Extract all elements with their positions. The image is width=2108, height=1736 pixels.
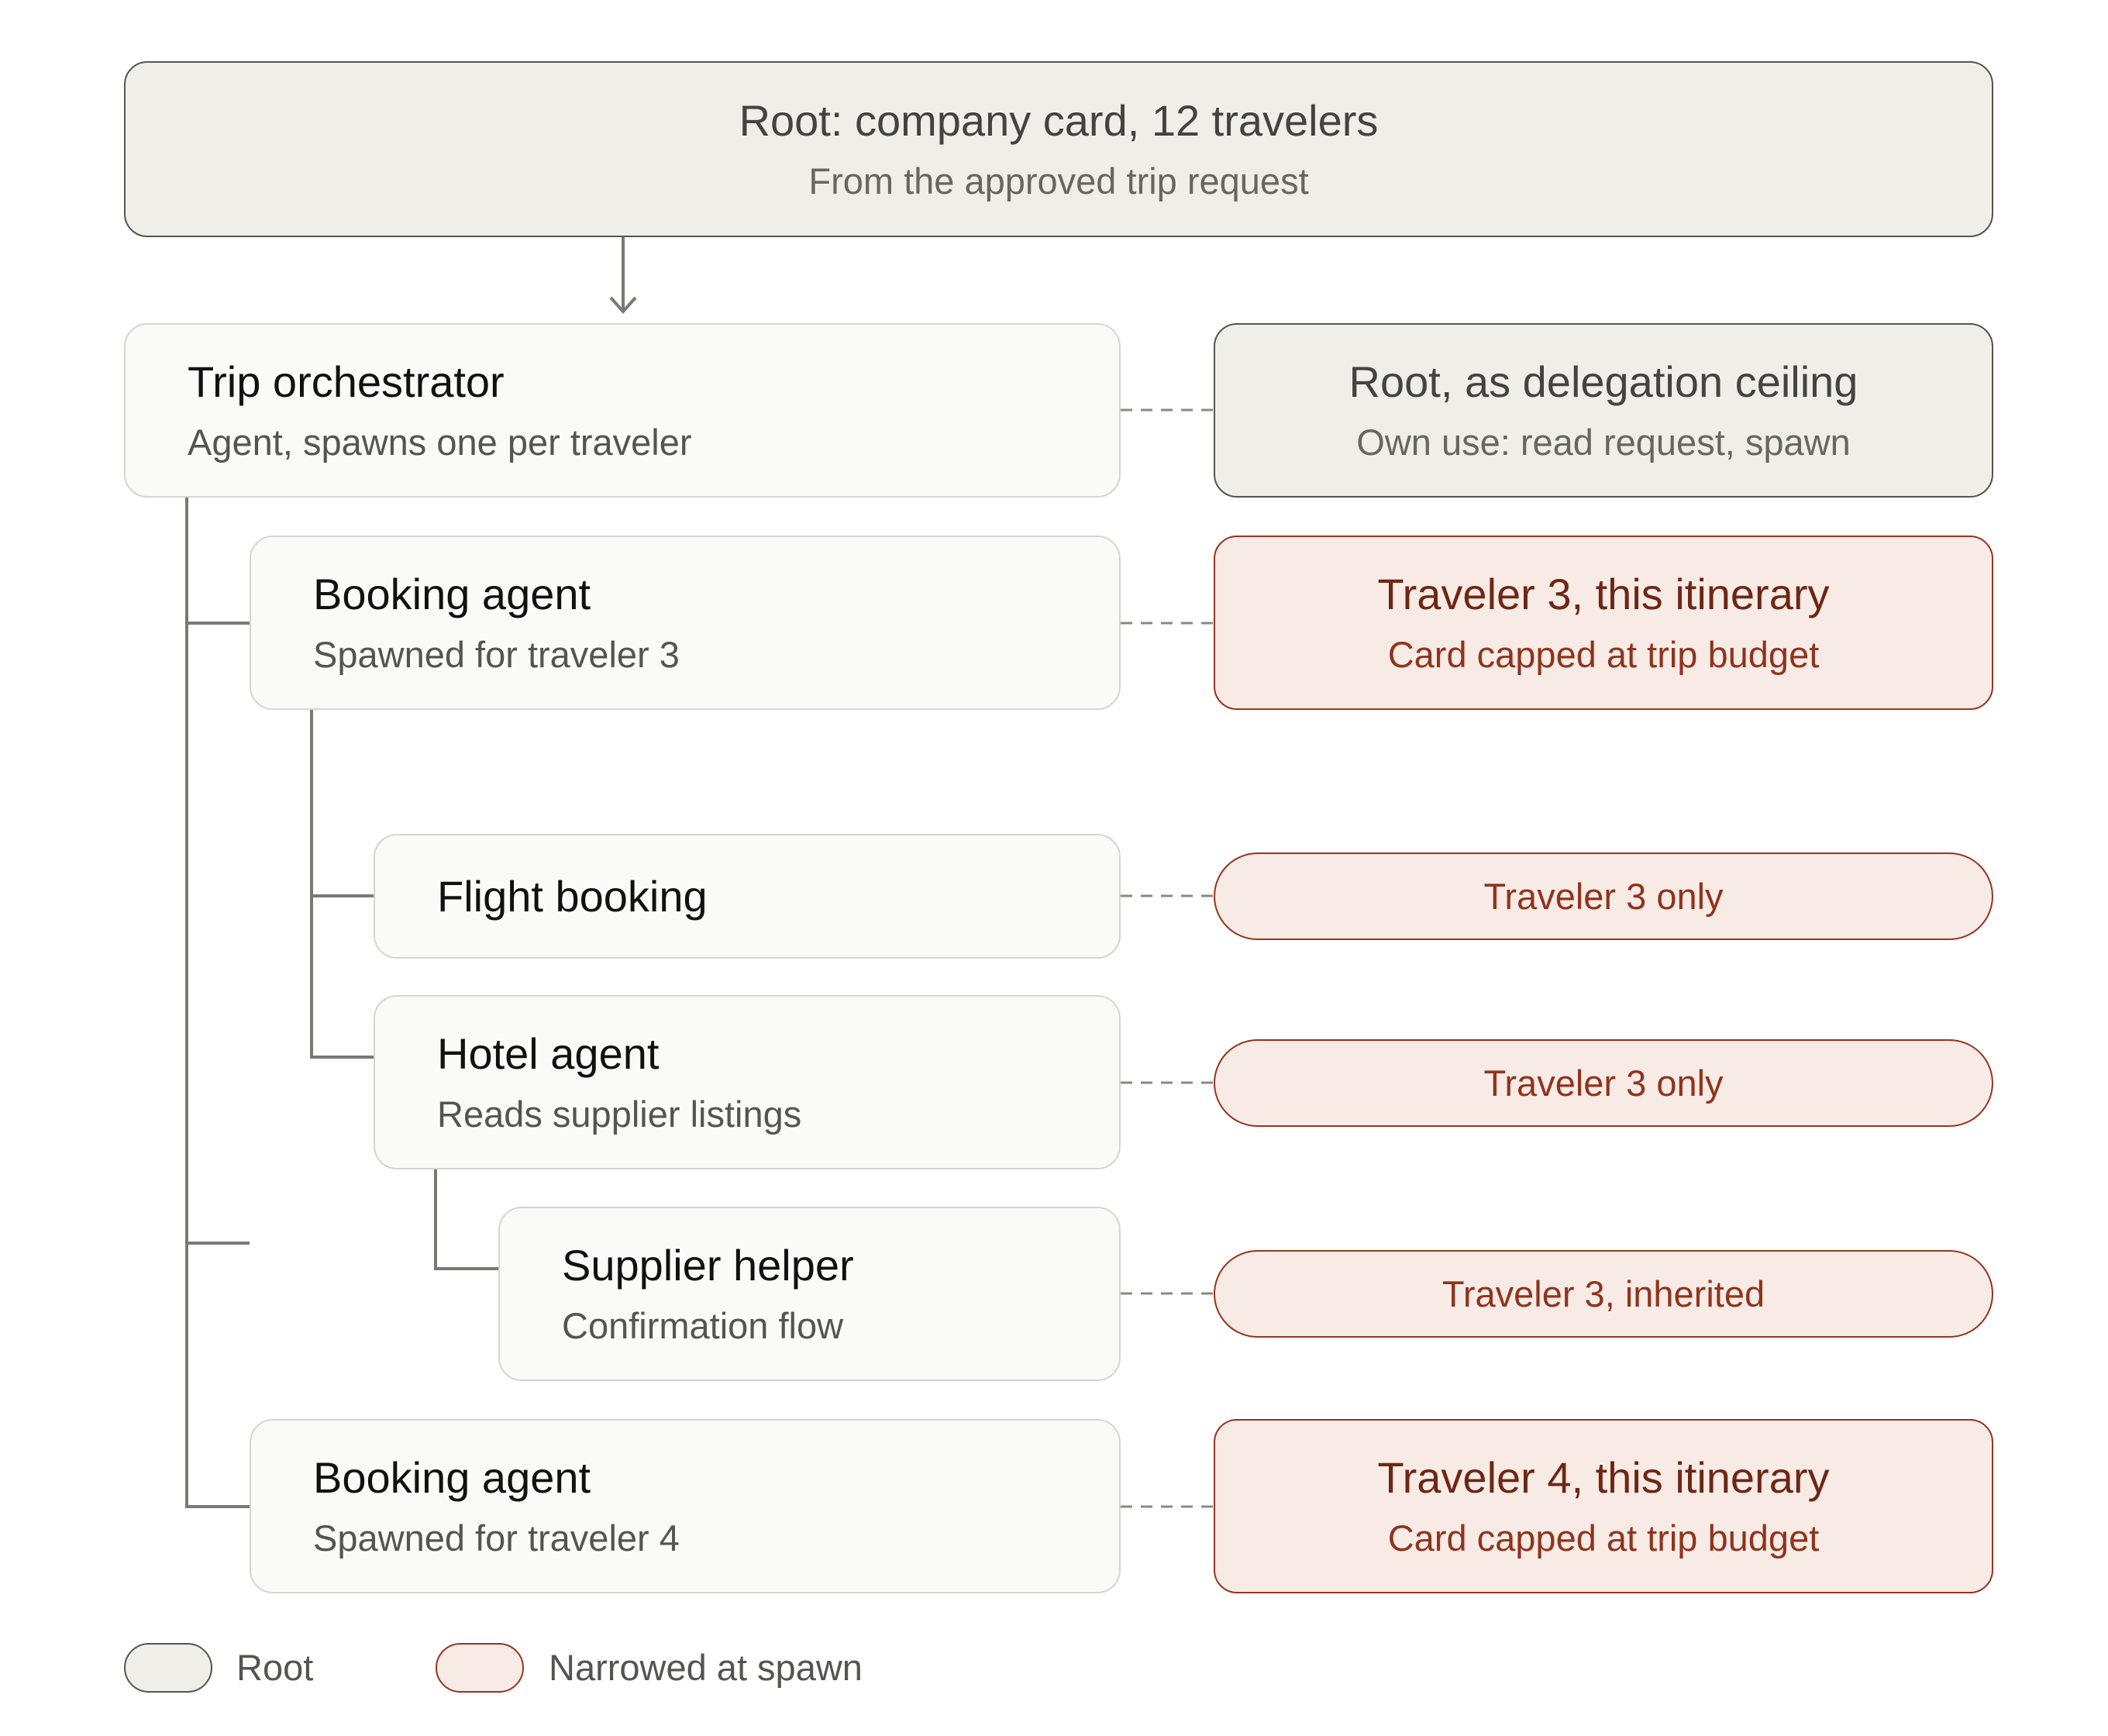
agent-title: Supplier helper — [562, 1241, 854, 1290]
agent-booking-traveler-4: Booking agent Spawned for traveler 4 — [250, 1419, 1121, 1593]
agent-booking-traveler-3: Booking agent Spawned for traveler 3 — [250, 536, 1121, 710]
scope-label: Traveler 3 only — [1483, 1063, 1724, 1104]
root-arrow-head — [609, 296, 637, 315]
scope-title: Traveler 4, this itinerary — [1377, 1453, 1830, 1503]
agent-subtitle: Reads supplier listings — [437, 1094, 802, 1135]
agent-hotel: Hotel agent Reads supplier listings — [374, 995, 1121, 1169]
agent-title: Trip orchestrator — [188, 357, 505, 407]
scope-label: Traveler 3, inherited — [1442, 1273, 1765, 1314]
agent-title: Hotel agent — [437, 1029, 660, 1079]
agent-supplier-helper: Supplier helper Confirmation flow — [498, 1207, 1121, 1381]
scope-traveler-4-itinerary: Traveler 4, this itinerary Card capped a… — [1214, 1419, 1993, 1593]
legend-root-swatch — [124, 1643, 212, 1693]
scope-hotel: Traveler 3 only — [1214, 1039, 1993, 1127]
agent-subtitle: Spawned for traveler 3 — [313, 634, 680, 676]
agent-title: Booking agent — [313, 570, 591, 619]
booking3-trunk — [310, 709, 374, 1059]
legend-narrowed-label: Narrowed at spawn — [549, 1647, 863, 1688]
scope-label: Traveler 3 only — [1483, 876, 1724, 917]
scope-traveler-3-itinerary: Traveler 3, this itinerary Card capped a… — [1214, 536, 1993, 710]
agent-subtitle: Spawned for traveler 4 — [313, 1517, 680, 1559]
agent-subtitle: Confirmation flow — [562, 1305, 844, 1347]
agent-title: Flight booking — [437, 871, 708, 921]
agent-subtitle: Agent, spawns one per traveler — [188, 422, 692, 463]
tree-trunk — [185, 498, 250, 1508]
scope-subtitle: Card capped at trip budget — [1387, 634, 1820, 676]
scope-delegation-ceiling: Root, as delegation ceiling Own use: rea… — [1214, 323, 1993, 498]
agent-trip-orchestrator: Trip orchestrator Agent, spawns one per … — [124, 323, 1121, 498]
root-title: Root: company card, 12 travelers — [739, 96, 1379, 146]
legend-narrowed-swatch — [436, 1643, 524, 1693]
scope-title: Root, as delegation ceiling — [1348, 357, 1858, 407]
agent-flight-booking: Flight booking — [374, 834, 1121, 959]
root-node: Root: company card, 12 travelers From th… — [124, 61, 1993, 237]
scope-subtitle: Own use: read request, spawn — [1356, 422, 1851, 463]
agent-title: Booking agent — [313, 1453, 591, 1503]
scope-subtitle: Card capped at trip budget — [1387, 1517, 1820, 1559]
root-subtitle: From the approved trip request — [808, 160, 1309, 202]
legend-root-label: Root — [236, 1647, 314, 1688]
scope-flight: Traveler 3 only — [1214, 852, 1993, 940]
scope-title: Traveler 3, this itinerary — [1377, 570, 1830, 619]
scope-supplier: Traveler 3, inherited — [1214, 1250, 1993, 1338]
hotel-trunk — [434, 1169, 498, 1270]
